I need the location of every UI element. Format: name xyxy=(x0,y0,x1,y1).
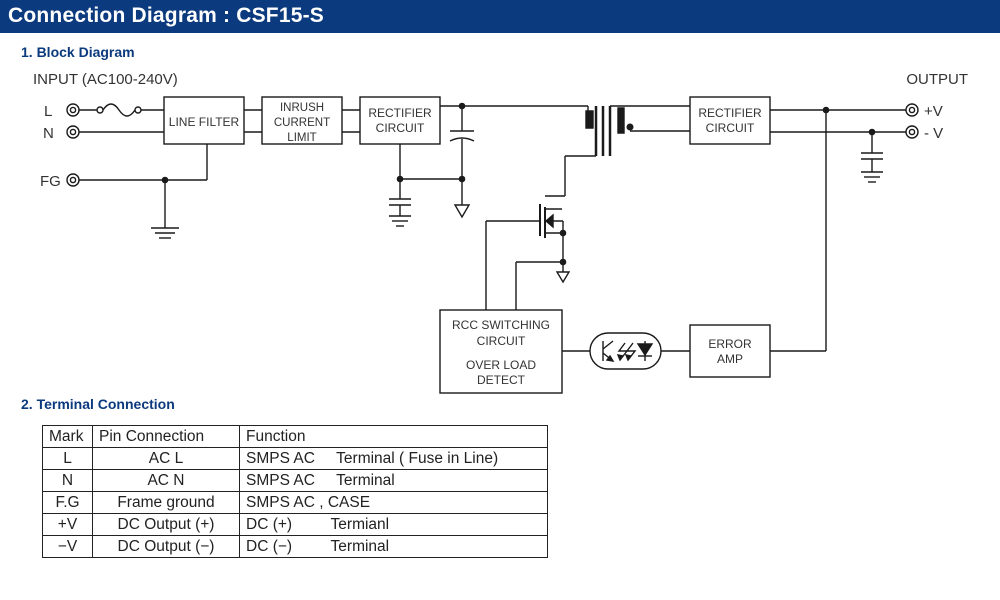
input-label: INPUT (AC100-240V) xyxy=(33,71,178,88)
mark-cell: F.G xyxy=(42,491,93,514)
svg-text:N: N xyxy=(43,125,54,142)
input-terminal-fg: FG xyxy=(40,173,80,190)
svg-text:ERROR: ERROR xyxy=(708,337,752,351)
source-ground-symbol xyxy=(555,258,571,284)
svg-text:RCC SWITCHING: RCC SWITCHING xyxy=(452,318,550,332)
input-terminal-n: N xyxy=(43,125,80,142)
mark-cell: N xyxy=(42,469,93,492)
function-cell: SMPS AC Terminal xyxy=(239,469,548,492)
section-block-diagram-heading: 1. Block Diagram xyxy=(21,44,135,60)
page-title: Connection Diagram : CSF15-S xyxy=(0,0,1000,33)
table-row: −V DC Output (−) DC (−) Terminal xyxy=(42,535,548,558)
pin-connection-cell: AC L xyxy=(92,447,240,470)
pin-connection-cell: Frame ground xyxy=(92,491,240,514)
svg-text:+V: +V xyxy=(924,103,943,120)
function-cell: SMPS AC , CASE xyxy=(239,491,548,514)
error-amp-block: ERROR AMP xyxy=(689,324,771,378)
column-header-function: Function xyxy=(239,425,548,448)
output-capacitor-ground xyxy=(861,132,883,183)
output-rectifier-block: RECTIFIER CIRCUIT xyxy=(689,96,771,145)
svg-text:RECTIFIER: RECTIFIER xyxy=(698,106,762,120)
bulk-capacitor xyxy=(449,106,475,219)
svg-text:RECTIFIER: RECTIFIER xyxy=(368,106,432,120)
svg-text:FG: FG xyxy=(40,173,61,190)
svg-text:INRUSH: INRUSH xyxy=(280,102,324,114)
optocoupler-symbol xyxy=(589,332,662,370)
svg-text:LIMIT: LIMIT xyxy=(287,132,316,144)
column-header-mark: Mark xyxy=(42,425,93,448)
transformer-symbol xyxy=(565,106,634,157)
svg-text:CIRCUIT: CIRCUIT xyxy=(477,334,526,348)
function-cell: SMPS AC Terminal ( Fuse in Line) xyxy=(239,447,548,470)
svg-text:DETECT: DETECT xyxy=(477,373,526,387)
svg-text:L: L xyxy=(44,103,52,120)
pin-connection-cell: AC N xyxy=(92,469,240,492)
svg-text:CIRCUIT: CIRCUIT xyxy=(706,121,755,135)
mosfet-switch xyxy=(486,156,567,262)
y-capacitor-ground xyxy=(389,179,411,227)
svg-text:LINE FILTER: LINE FILTER xyxy=(169,115,240,129)
svg-text:CIRCUIT: CIRCUIT xyxy=(376,121,425,135)
inrush-current-limit-block: INRUSH CURRENT LIMIT xyxy=(261,96,343,145)
output-label: OUTPUT xyxy=(906,71,968,88)
line-filter-block: LINE FILTER xyxy=(163,96,245,145)
rcc-switching-block: RCC SWITCHING CIRCUIT OVER LOAD DETECT xyxy=(439,309,563,394)
pin-connection-cell: DC Output (−) xyxy=(92,535,240,558)
section-terminal-connection-heading: 2. Terminal Connection xyxy=(21,396,175,412)
function-cell: DC (+) Termianl xyxy=(239,513,548,536)
terminal-connection-table: Mark Pin Connection Function L AC L SMPS… xyxy=(42,425,548,558)
output-terminal-negative: - V xyxy=(905,125,943,142)
input-terminal-l: L xyxy=(44,103,80,120)
junction-dot xyxy=(458,175,466,183)
table-row: +V DC Output (+) DC (+) Termianl xyxy=(42,513,548,536)
fuse-symbol xyxy=(79,103,164,117)
svg-text:CURRENT: CURRENT xyxy=(274,117,330,129)
mark-cell: −V xyxy=(42,535,93,558)
table-row: F.G Frame ground SMPS AC , CASE xyxy=(42,491,548,514)
svg-text:- V: - V xyxy=(924,125,943,142)
svg-text:OVER LOAD: OVER LOAD xyxy=(466,358,536,372)
pin-connection-cell: DC Output (+) xyxy=(92,513,240,536)
column-header-pin-connection: Pin Connection xyxy=(92,425,240,448)
ground-symbol-input xyxy=(151,180,179,239)
table-row: L AC L SMPS AC Terminal ( Fuse in Line) xyxy=(42,447,548,470)
input-rectifier-block: RECTIFIER CIRCUIT xyxy=(359,96,441,145)
function-cell: DC (−) Terminal xyxy=(239,535,548,558)
svg-text:AMP: AMP xyxy=(717,352,743,366)
block-diagram: INPUT (AC100-240V) OUTPUT L N FG LINE FI… xyxy=(33,71,968,394)
table-header-row: Mark Pin Connection Function xyxy=(42,425,548,448)
mark-cell: +V xyxy=(42,513,93,536)
output-terminal-positive: +V xyxy=(905,103,943,120)
mark-cell: L xyxy=(42,447,93,470)
table-row: N AC N SMPS AC Terminal xyxy=(42,469,548,492)
